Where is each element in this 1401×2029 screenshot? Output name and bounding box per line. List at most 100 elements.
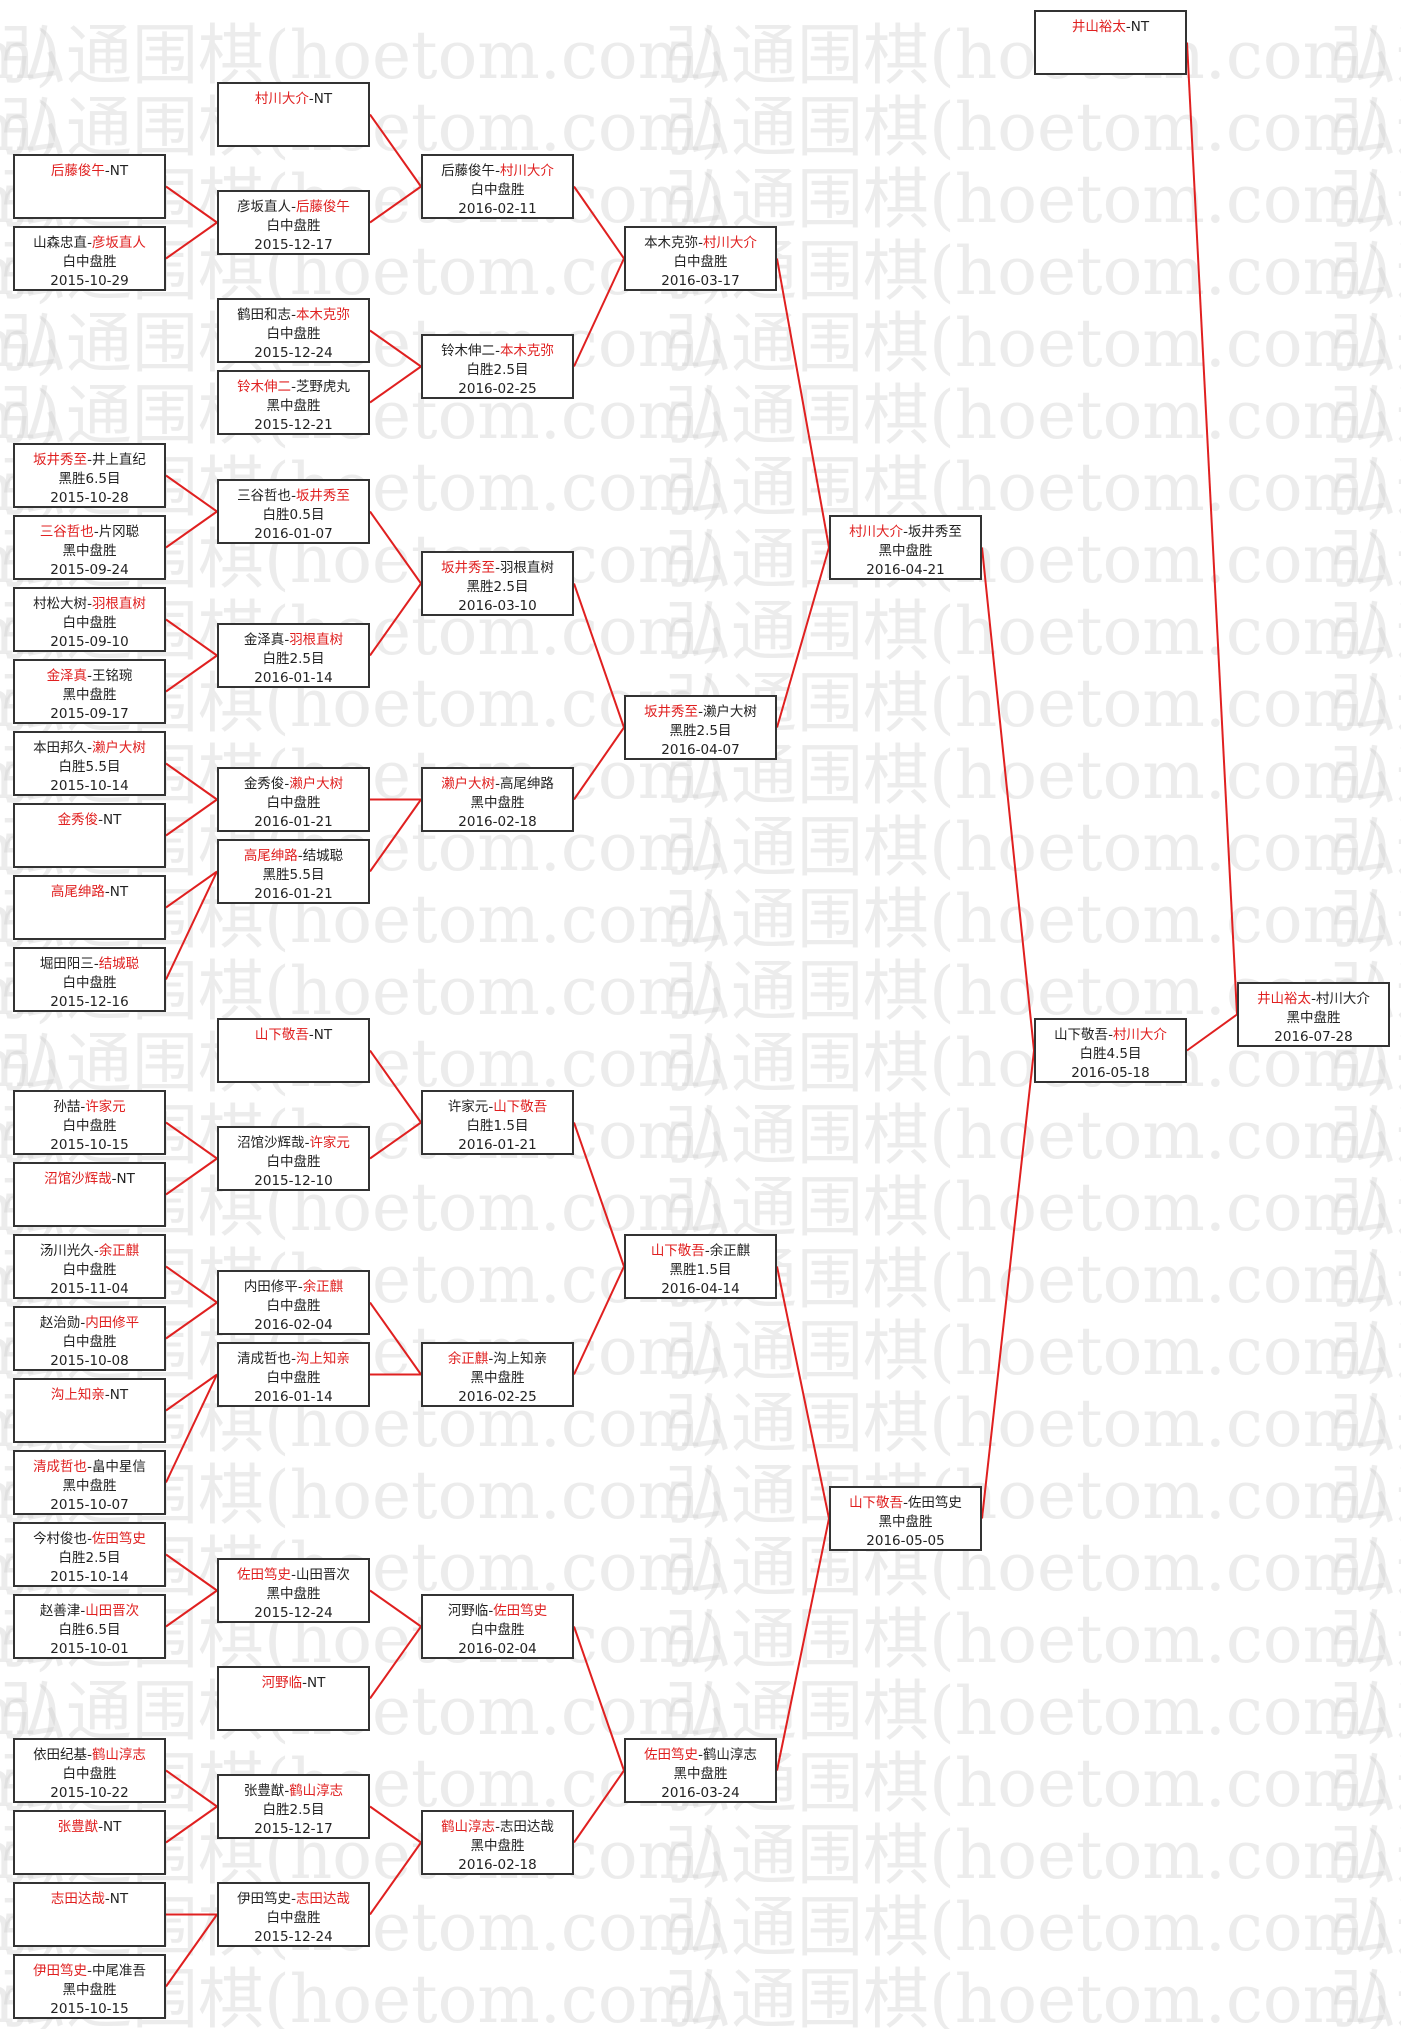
match-date: 2016-04-21 — [866, 562, 945, 578]
match-players: 村川大介-NT — [219, 90, 368, 109]
match-box[interactable]: 高尾绅路-NT — [13, 875, 166, 940]
winner-name: 坂井秀至 — [33, 452, 88, 468]
winner-name: 濑户大树 — [289, 776, 344, 792]
match-date: 2015-09-24 — [50, 562, 129, 578]
vs-separator: - — [104, 884, 110, 900]
match-date: 2015-10-15 — [50, 2001, 129, 2017]
vs-separator: - — [291, 307, 296, 323]
match-players: 本木克弥-村川大介 — [626, 234, 775, 253]
vs-separator: - — [495, 1819, 500, 1835]
match-players: 金泽真-王铭琬 — [15, 667, 164, 686]
player-name: 佐田笃史 — [907, 1495, 962, 1511]
match-players: 高尾绅路-NT — [15, 883, 164, 902]
match-date: 2016-02-04 — [254, 1317, 333, 1333]
vs-separator: - — [704, 1243, 710, 1259]
match-box[interactable]: 金秀俊-NT — [13, 803, 166, 868]
match-players: 井山裕太-NT — [1036, 18, 1185, 37]
vs-separator: - — [93, 524, 99, 540]
match-box[interactable]: 沟上知亲-NT — [13, 1378, 166, 1443]
match-result: 白胜2.5目 — [466, 362, 529, 378]
match-box[interactable]: 井山裕太-NT — [1034, 10, 1187, 75]
player-name: 志田达哉 — [499, 1819, 554, 1835]
connector-line — [369, 1841, 422, 1916]
match-box[interactable]: 后藤俊午-NT — [13, 154, 166, 219]
connector-line — [165, 1157, 218, 1196]
connector-line — [165, 654, 218, 693]
connector-line — [165, 871, 218, 980]
match-box[interactable]: 张豊猷-NT — [13, 1810, 166, 1875]
connector-line — [165, 1301, 218, 1340]
vs-separator: - — [488, 1099, 494, 1115]
match-box[interactable]: 村川大介-NT — [217, 82, 370, 147]
player-name: 坂井秀至 — [907, 524, 962, 540]
match-box[interactable]: 志田达哉-NT — [13, 1882, 166, 1947]
match-players: 鹤田和志-本木克弥 — [219, 306, 368, 325]
match-date: 2016-05-18 — [1071, 1065, 1150, 1081]
player-name: NT — [109, 1387, 129, 1403]
match-date: 2016-01-07 — [254, 526, 333, 542]
winner-name: 濑户大树 — [91, 740, 146, 756]
match-result: 黑中盘胜 — [470, 795, 525, 811]
match-players: 井山裕太-村川大介 — [1239, 990, 1388, 1009]
connector-line — [776, 258, 830, 548]
player-name: 村松大树 — [33, 596, 88, 612]
winner-name: 后藤俊午 — [295, 199, 350, 215]
match-result: 白胜2.5目 — [262, 651, 325, 667]
match-players: 内田修平-余正麒 — [219, 1278, 368, 1297]
match-box[interactable]: 沼馆沙辉哉-NT — [13, 1162, 166, 1227]
match-result: 黑中盘胜 — [878, 543, 933, 559]
match-box[interactable]: 河野临-NT — [217, 1666, 370, 1731]
match-box[interactable]: 山下敬吾-NT — [217, 1018, 370, 1083]
winner-name: 鹤山淳志 — [289, 1783, 344, 1799]
match-result: 黑中盘胜 — [266, 398, 321, 414]
match-date: 2015-12-24 — [254, 1929, 333, 1945]
match-date: 2016-01-14 — [254, 670, 333, 686]
connector-line — [573, 1266, 625, 1375]
winner-name: 鹤山淳志 — [441, 1819, 496, 1835]
